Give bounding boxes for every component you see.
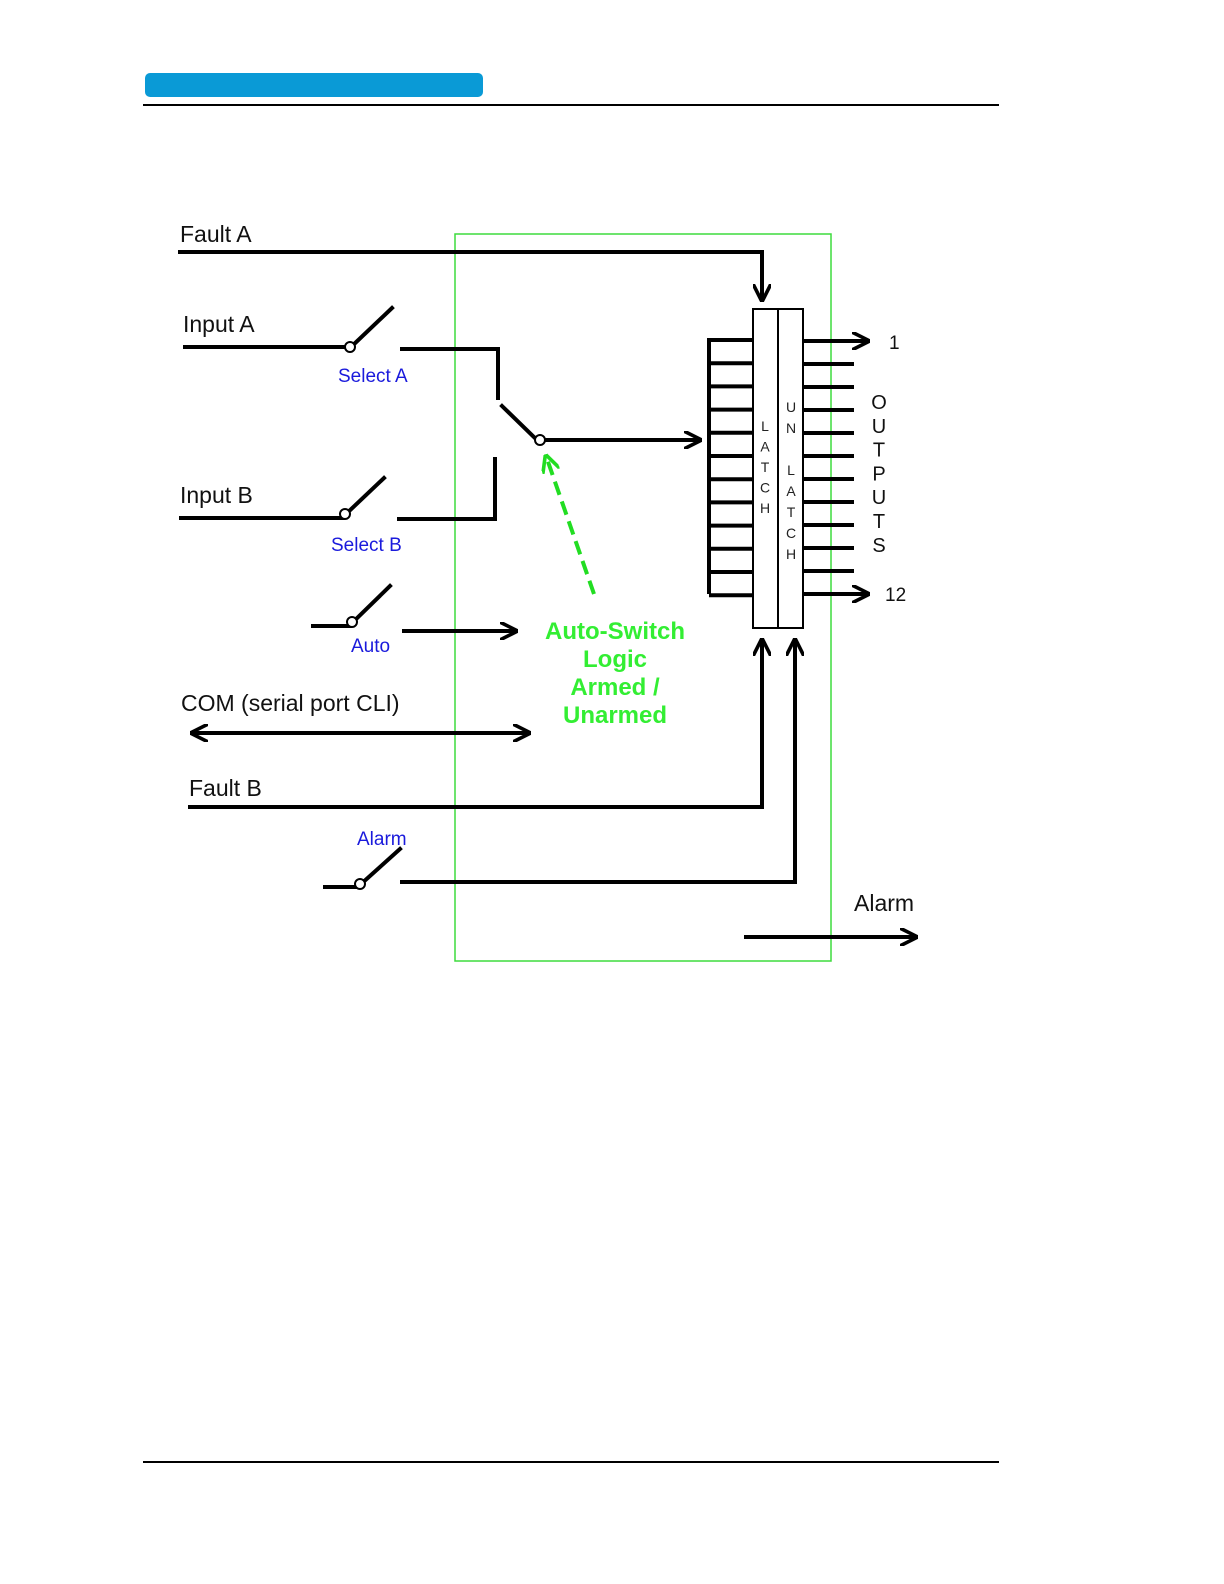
fault-b-label: Fault B — [189, 775, 262, 801]
select-a-switch-blade — [351, 308, 392, 347]
logic-control-arrow — [546, 456, 594, 594]
latch-input-comb — [709, 338, 753, 595]
unlatch-letter: U — [786, 399, 796, 415]
logic-text-line: Logic — [583, 646, 647, 673]
fault-b-wire — [190, 640, 762, 807]
alarm-switch-label: Alarm — [357, 829, 407, 850]
selector-switch-blade — [502, 406, 537, 440]
logic-text-line: Armed / — [570, 674, 660, 701]
output-last-label: 12 — [885, 585, 906, 606]
unlatch-letter: T — [787, 504, 796, 520]
unlatch-letter: H — [786, 546, 796, 562]
unlatch-letter: N — [786, 420, 796, 436]
outputs-letter: U — [872, 487, 886, 509]
outputs-letter: O — [871, 392, 887, 414]
input-b-label: Input B — [180, 482, 253, 508]
input-a-label: Input A — [183, 311, 255, 337]
outputs-letter: P — [872, 463, 885, 485]
selector-pivot — [535, 435, 545, 445]
latch-letter: L — [761, 418, 769, 434]
com-label: COM (serial port CLI) — [181, 690, 400, 716]
select-b-output-wire — [399, 459, 495, 519]
select-a-label: Select A — [338, 366, 408, 387]
alarm-output-label: Alarm — [854, 890, 914, 916]
unlatch-letter: A — [786, 483, 796, 499]
latch-letter: C — [760, 480, 770, 496]
latch-letter: A — [760, 439, 770, 455]
unlatch-letter: L — [787, 462, 795, 478]
auto-pivot — [347, 617, 357, 627]
logic-text-line: Unarmed — [563, 702, 667, 729]
fault-a-label: Fault A — [180, 221, 252, 247]
outputs-letter: T — [873, 440, 885, 462]
fault-a-wire — [180, 252, 762, 300]
select-a-output-wire — [402, 349, 498, 398]
select-b-switch-blade — [346, 478, 384, 514]
select-b-pivot — [340, 509, 350, 519]
latch-letter: T — [761, 459, 770, 475]
output-comb — [803, 341, 868, 594]
select-b-label: Select B — [331, 535, 402, 556]
outputs-letter: T — [873, 511, 885, 533]
latch-letter: H — [760, 500, 770, 516]
unlatch-letter: C — [786, 525, 796, 541]
alarm-pivot — [355, 879, 365, 889]
outputs-letter: S — [872, 535, 885, 557]
auto-switch-blade — [353, 586, 390, 622]
select-a-pivot — [345, 342, 355, 352]
logic-text-line: Auto-Switch — [545, 618, 685, 645]
auto-label: Auto — [351, 636, 390, 657]
outputs-letter: U — [872, 416, 886, 438]
alarm-switch-blade — [361, 849, 400, 884]
output-first-label: 1 — [889, 333, 900, 354]
